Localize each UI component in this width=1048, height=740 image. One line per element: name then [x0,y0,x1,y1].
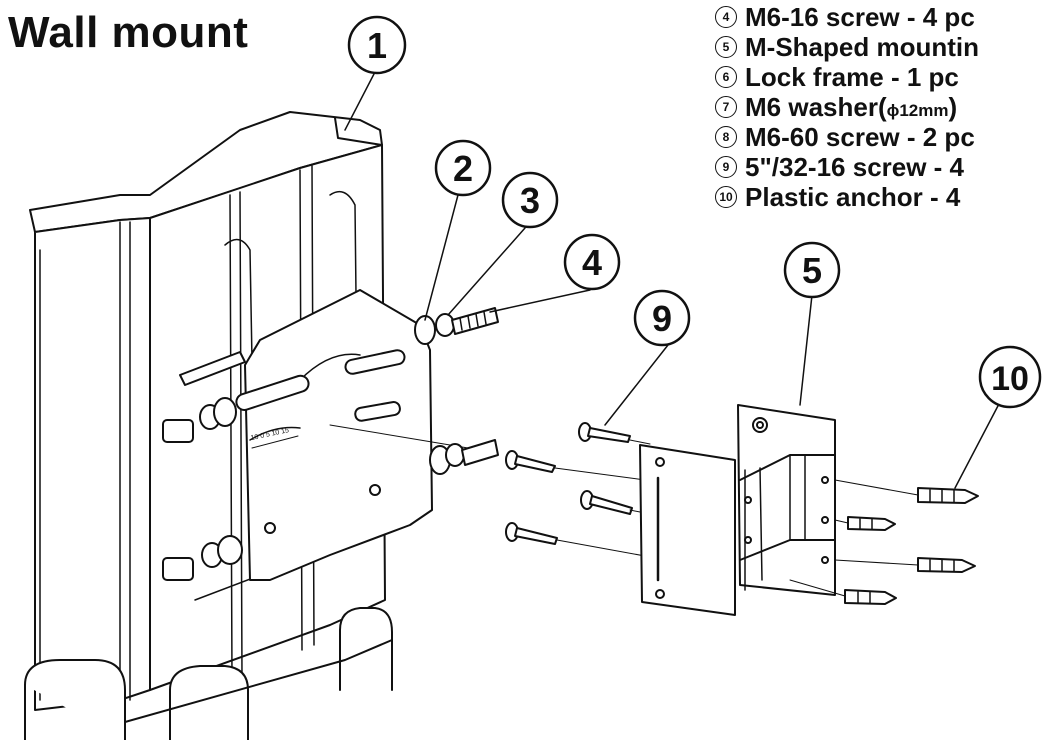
m-shaped-bracket [737,404,836,596]
legend-item: 10 Plastic anchor - 4 [715,182,1048,212]
legend-text: Plastic anchor - 4 [745,181,961,212]
legend-text-after: ) [948,91,958,122]
callout-circles [347,15,1042,409]
callout-4: 4 [582,242,602,283]
callout-3: 3 [520,180,540,221]
legend-text: M6-16 screw - 4 pc [745,1,975,32]
legend-number: 5 [715,36,737,58]
legend-text-main: M6 washer( [745,91,887,122]
legend-text: Lock frame - 1 pc [745,61,959,92]
legend-number: 8 [715,126,737,148]
legend-text: M6 washer(ϕ12mm) [745,92,957,123]
legend-text-small: ϕ12mm [886,100,949,120]
legend-number: 9 [715,156,737,178]
legend-item: 4 M6-16 screw - 4 pc [715,2,1048,32]
legend-text: M6-60 screw - 2 pc [745,121,975,152]
legend-item: 6 Lock frame - 1 pc [715,62,1048,92]
legend-item: 9 5"/32-16 screw - 4 [715,152,1048,182]
upper-hardware [414,307,499,345]
wall-plate [639,444,736,616]
legend-text: M-Shaped mountin [745,31,979,62]
callout-5: 5 [802,250,822,291]
diagram-title: Wall mount [8,8,249,57]
parts-legend: 4 M6-16 screw - 4 pc 5 M-Shaped mountin … [715,2,1048,212]
legend-number: 7 [715,96,737,118]
legend-item: 5 M-Shaped mountin [715,32,1048,62]
wood-screws [505,422,651,557]
legend-number: 10 [715,186,737,208]
front-bolts [162,397,243,581]
callout-10: 10 [991,360,1029,398]
legend-text: 5"/32-16 screw - 4 [745,151,965,182]
legend-number: 4 [715,6,737,28]
lower-hardware [429,439,499,475]
callout-1: 1 [367,25,387,66]
lock-frame-plate [235,289,481,581]
callout-2: 2 [453,148,473,189]
legend-item: 8 M6-60 screw - 2 pc [715,122,1048,152]
callout-9: 9 [652,298,672,339]
leader-lines [344,71,1001,489]
legend-number: 6 [715,66,737,88]
callout-labels: 1 2 3 4 5 9 10 [367,25,1029,398]
legend-item: 7 M6 washer(ϕ12mm) [715,92,1048,122]
plastic-anchors [789,479,979,605]
